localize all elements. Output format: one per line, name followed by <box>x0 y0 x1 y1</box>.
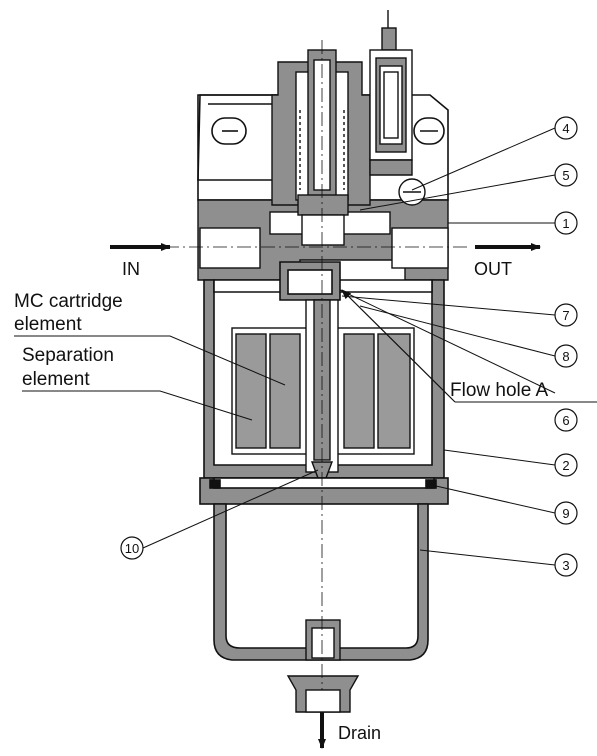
drain-valve <box>286 619 360 713</box>
label-mc-cartridge: MC cartridge <box>14 291 123 312</box>
label-drain: Drain <box>338 723 381 743</box>
leader-separation <box>22 390 253 421</box>
label-separation-element: element <box>22 369 90 390</box>
svg-text:6: 6 <box>562 413 569 428</box>
svg-text:3: 3 <box>562 558 569 573</box>
lower-bowl <box>213 503 429 661</box>
leader-mc-cartridge <box>14 335 286 386</box>
callout-10: 10 <box>120 536 144 560</box>
label-separation: Separation <box>22 345 114 366</box>
svg-text:10: 10 <box>125 541 139 556</box>
label-out: OUT <box>474 259 512 279</box>
leader-flow-hole-a <box>341 289 456 403</box>
label-flow-hole-a: Flow hole A <box>450 380 549 401</box>
svg-text:8: 8 <box>562 349 569 364</box>
callout-3: 3 <box>554 553 578 577</box>
svg-text:2: 2 <box>562 458 569 473</box>
callout-6: 6 <box>554 408 578 432</box>
callout-4: 4 <box>554 116 578 140</box>
callout-8: 8 <box>554 344 578 368</box>
svg-text:7: 7 <box>562 308 569 323</box>
callout-9: 9 <box>554 501 578 525</box>
svg-text:1: 1 <box>562 216 569 231</box>
callout-5: 5 <box>554 163 578 187</box>
callout-2: 2 <box>554 453 578 477</box>
svg-text:9: 9 <box>562 506 569 521</box>
callout-7: 7 <box>554 303 578 327</box>
svg-text:5: 5 <box>562 168 569 183</box>
label-in: IN <box>122 259 140 279</box>
filter-elements <box>231 299 415 479</box>
callout-leaders <box>142 127 556 566</box>
callout-1: 1 <box>554 211 578 235</box>
seal-flange <box>199 477 449 505</box>
upper-housing <box>197 94 449 201</box>
svg-text:4: 4 <box>562 121 569 136</box>
label-mc-element: element <box>14 314 82 335</box>
pressure-indicator <box>369 10 426 206</box>
